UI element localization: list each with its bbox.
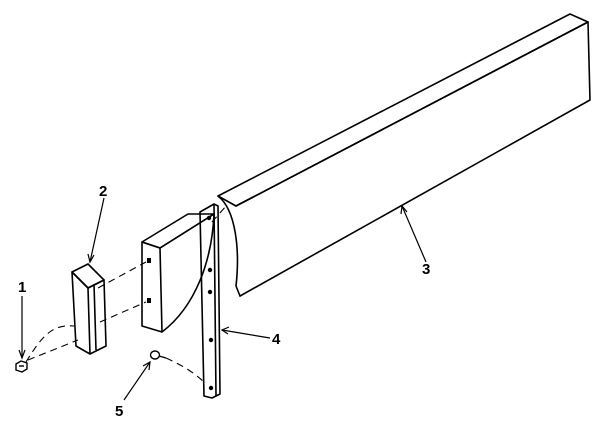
callout-5: 5 (115, 403, 123, 420)
leader-3-arrow (400, 204, 408, 215)
callout-1: 1 (18, 279, 26, 296)
bracket-hole-2 (207, 267, 213, 273)
end-clip-groove (93, 283, 97, 351)
end-block-top (141, 213, 215, 249)
rail-top-face (217, 13, 589, 207)
leader-4-arrow (220, 326, 230, 335)
align-line-clip-lower (27, 339, 79, 361)
callout-4: 4 (272, 331, 281, 348)
screw-head (149, 350, 161, 360)
align-line-screw (165, 357, 207, 385)
leader-5 (123, 361, 151, 401)
nut-part (15, 360, 28, 373)
end-block-hole-upper (147, 258, 151, 263)
callout-3: 3 (422, 261, 430, 278)
align-line-lower (99, 301, 147, 323)
leader-5-arrow (142, 360, 151, 371)
end-block-face (141, 241, 163, 333)
rail-front-face (235, 21, 591, 297)
callout-2: 2 (99, 183, 107, 200)
bracket-hole-5 (208, 385, 214, 391)
leader-3 (401, 205, 427, 263)
bracket-hole-1 (206, 215, 212, 221)
rail-end-curve (217, 195, 241, 297)
leader-lines (18, 197, 427, 401)
nut-shape (15, 360, 28, 373)
bracket-strap-outline (199, 203, 221, 399)
align-line-upper (97, 261, 147, 289)
rail-bar-part (217, 13, 591, 297)
align-line-bracket-top (211, 205, 227, 223)
leader-4 (221, 329, 271, 339)
bracket-hole-4 (208, 337, 214, 343)
screw-part (149, 350, 167, 360)
end-block (141, 213, 215, 333)
bracket-hole-3 (207, 289, 213, 295)
bracket-strap-edge (213, 203, 217, 397)
end-block-side (159, 213, 215, 333)
assembly-lines (25, 205, 227, 385)
end-block-hole-lower (147, 298, 151, 303)
bracket-strap-part (199, 203, 221, 399)
leader-2 (89, 197, 105, 263)
leader-2-arrow (87, 253, 95, 264)
end-clip-part (71, 263, 107, 355)
leader-1-arrow (18, 349, 26, 360)
screw-shank (158, 355, 167, 359)
end-clip-side (87, 279, 107, 355)
